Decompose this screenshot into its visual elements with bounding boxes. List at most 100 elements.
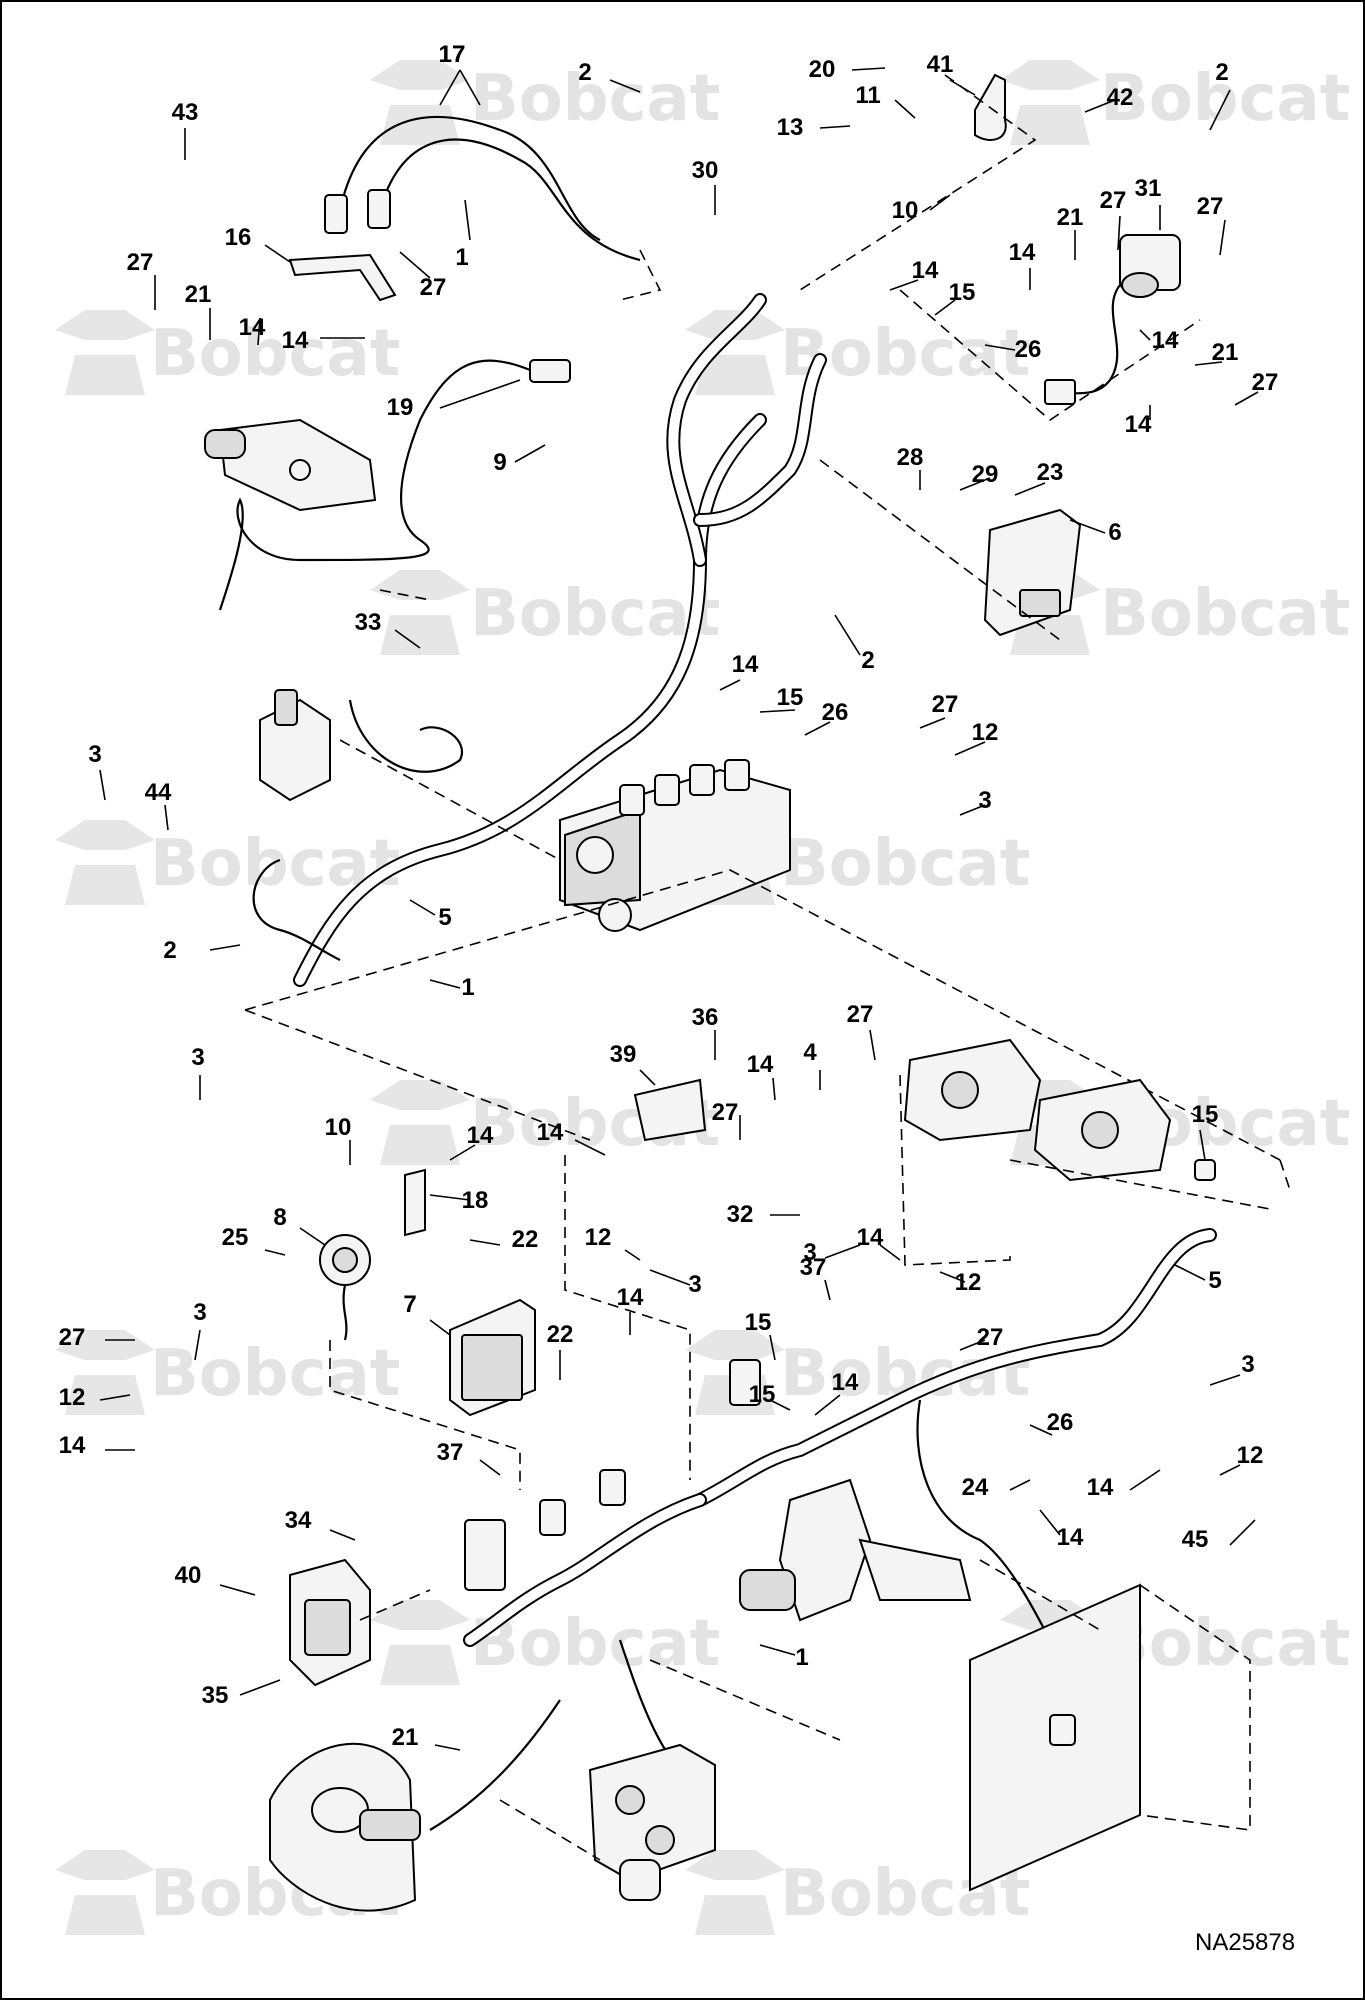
watermark-logo: [685, 310, 785, 395]
callout-leader: [429, 1319, 451, 1336]
callout-leader: [954, 741, 986, 756]
callout-number: 15: [1192, 1101, 1219, 1128]
callout-number: 14: [537, 1119, 564, 1146]
callout-leader: [439, 379, 521, 409]
callout-number: 22: [512, 1226, 539, 1253]
valve-assembly-right: [903, 1038, 1216, 1182]
callout-leader: [949, 79, 976, 96]
control-unit-35: [289, 1558, 371, 1687]
callout-number: 25: [222, 1224, 249, 1251]
callout-number: 42: [1107, 84, 1134, 111]
watermark-text: Bobcat: [1100, 1607, 1350, 1681]
callout-number: 21: [1212, 339, 1239, 366]
pump-block-lower: [739, 1478, 972, 1622]
callout-leader: [919, 717, 946, 729]
callout-number: 7: [403, 1291, 416, 1318]
harness-branch-right-inner: [695, 355, 825, 525]
callout-leader: [959, 804, 986, 816]
watermark-logo: [55, 1330, 155, 1415]
controller-module-6: [983, 508, 1082, 637]
callout-number: 3: [88, 741, 101, 768]
watermark-logo: [55, 820, 155, 905]
callout-number: 14: [1057, 1524, 1084, 1551]
callout-number: 37: [437, 1439, 464, 1466]
hydraulic-block-bottom: [588, 1743, 716, 1901]
callout-number: 27: [932, 691, 959, 718]
callout-number: 18: [462, 1187, 489, 1214]
callout-number: 14: [1087, 1474, 1114, 1501]
callout-leader: [264, 1249, 286, 1256]
callout-number: 39: [610, 1041, 637, 1068]
callout-number: 1: [455, 244, 468, 271]
callout-leader: [399, 251, 431, 279]
callout-number: 21: [185, 281, 212, 308]
callout-leader: [1194, 361, 1223, 366]
callout-leader: [934, 299, 956, 316]
callout-number: 26: [822, 699, 849, 726]
cable-17a: [338, 116, 601, 241]
callout-number: 24: [962, 1474, 989, 1501]
callout-number: 13: [777, 114, 804, 141]
callout-number: 27: [59, 1324, 86, 1351]
callout-number: 14: [282, 327, 309, 354]
callout-number: 27: [847, 1001, 874, 1028]
callout-leader: [164, 804, 169, 831]
horn-8: [319, 1234, 371, 1341]
callout-leader: [814, 1394, 841, 1416]
callout-number: 3: [193, 1299, 206, 1326]
callout-leader: [1209, 1374, 1241, 1386]
callout-leader: [889, 279, 919, 291]
connector-19: [529, 359, 571, 383]
harness-branch-top-inner: [668, 295, 765, 565]
callout-number: 26: [1047, 1409, 1074, 1436]
callout-number: 2: [861, 647, 874, 674]
callout-number: 6: [1108, 519, 1121, 546]
callout-number: 11: [855, 82, 880, 109]
callout-leader: [851, 67, 886, 71]
callout-number: 21: [392, 1724, 419, 1751]
callout-leader: [894, 99, 916, 119]
callout-leader: [409, 899, 436, 916]
callout-number: 3: [191, 1044, 204, 1071]
callout-number: 27: [1100, 187, 1127, 214]
watermark-text: Bobcat: [470, 62, 720, 136]
callout-leader: [1014, 482, 1046, 496]
callout-leader: [329, 1529, 356, 1541]
callout-leader: [624, 1249, 641, 1261]
callout-leader: [984, 344, 1016, 351]
callout-leader: [929, 194, 951, 211]
callout-number: 12: [955, 1269, 982, 1296]
callout-leader: [824, 1279, 831, 1301]
watermark-text: Bobcat: [470, 1607, 720, 1681]
callout-leader: [639, 1069, 656, 1086]
callout-number: 10: [325, 1114, 352, 1141]
callout-leader: [869, 1029, 876, 1061]
callout-leader: [772, 1077, 776, 1101]
connector-cluster-lower: [464, 1359, 761, 1591]
callout-leader: [429, 979, 461, 989]
callout-leader: [1199, 1129, 1206, 1161]
callout-leader: [759, 709, 796, 713]
watermark-text: Bobcat: [150, 317, 400, 391]
callout-leader: [239, 1679, 281, 1696]
callout-leader: [1209, 89, 1231, 131]
callout-leader: [1234, 391, 1259, 406]
callout-leader: [1009, 1479, 1031, 1491]
callout-number: 14: [467, 1122, 494, 1149]
sensor-housing-bottom: [269, 1742, 421, 1912]
callout-leader: [264, 244, 291, 263]
callout-number: 14: [617, 1284, 644, 1311]
module-7: [449, 1298, 536, 1417]
callout-number: 12: [585, 1224, 612, 1251]
watermark-logo: [55, 1850, 155, 1935]
callout-number: 27: [127, 249, 154, 276]
callout-leader: [1069, 519, 1106, 534]
watermark-text: Bobcat: [150, 1337, 400, 1411]
callout-number: 14: [732, 651, 759, 678]
callout-number: 9: [493, 449, 506, 476]
callout-number: 12: [972, 719, 999, 746]
callout-number: 1: [461, 974, 474, 1001]
plate-18: [404, 1168, 426, 1237]
